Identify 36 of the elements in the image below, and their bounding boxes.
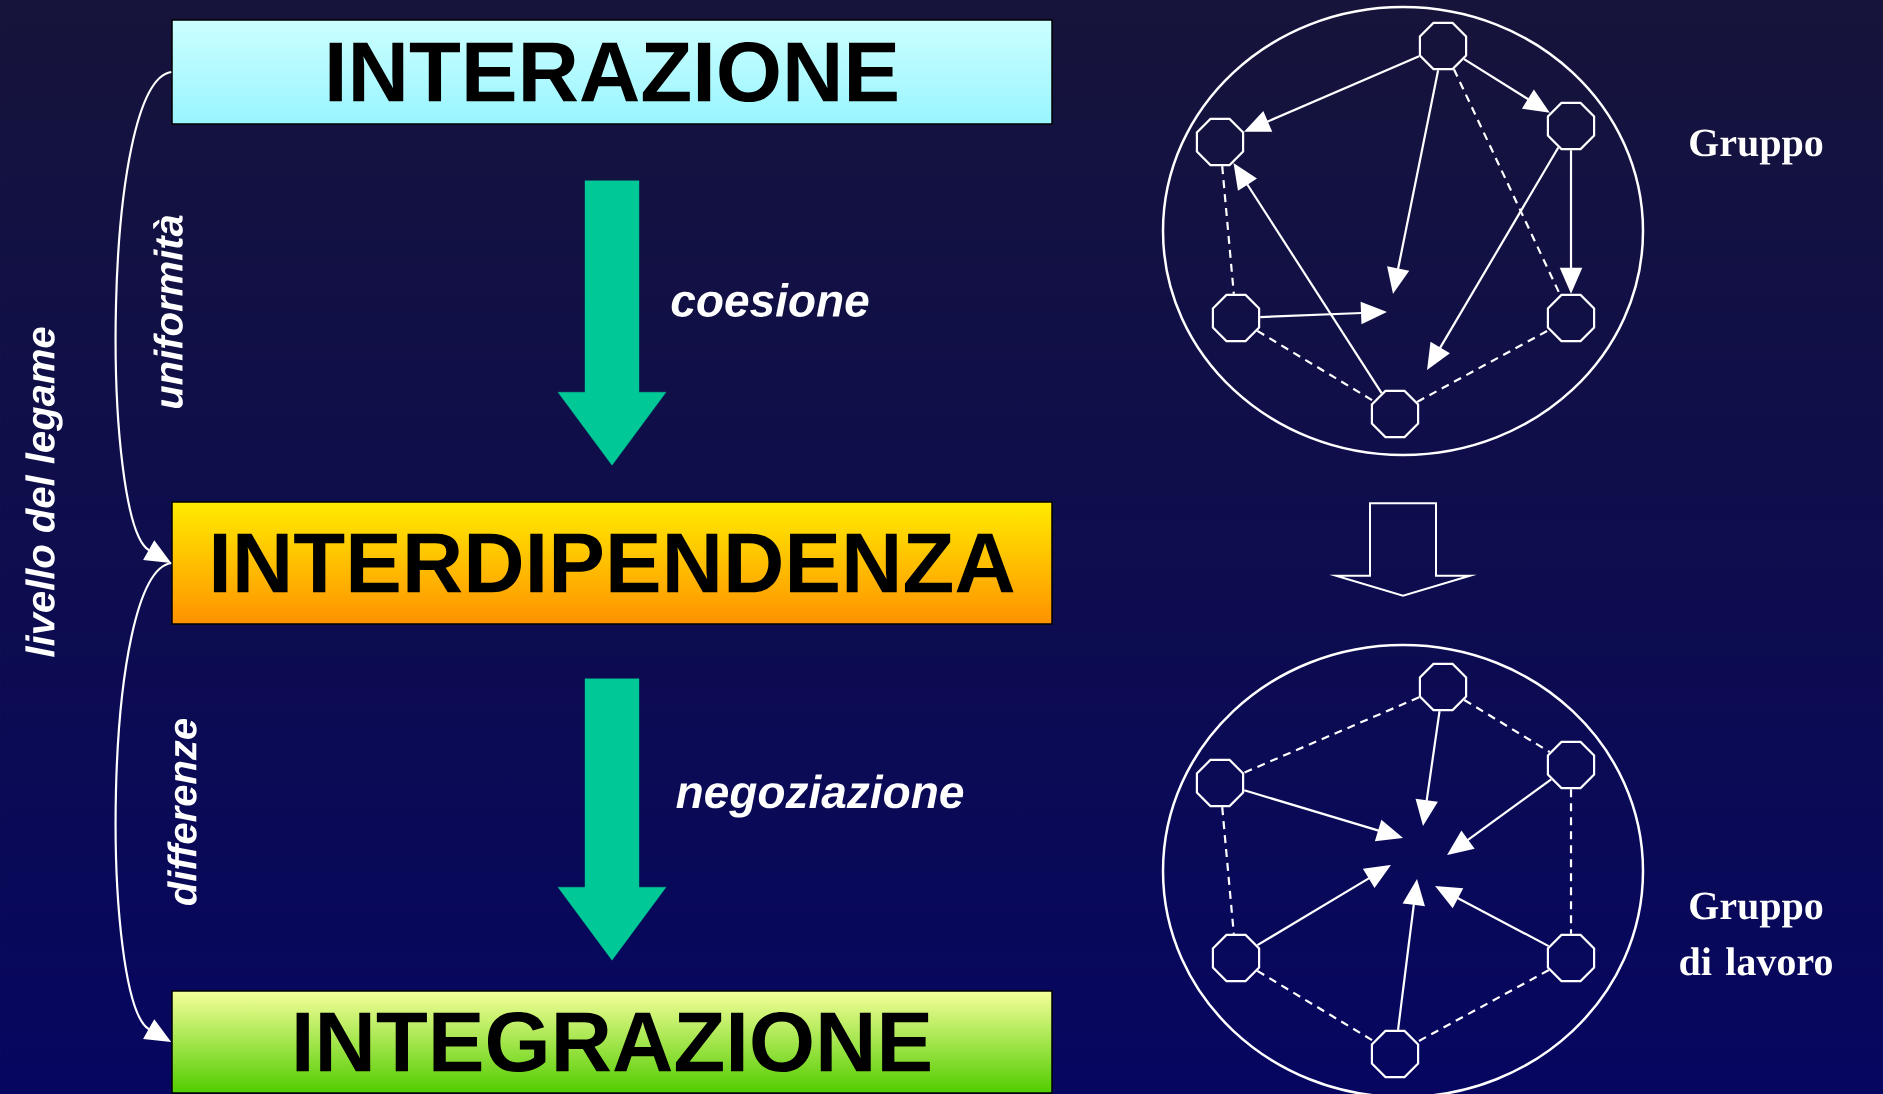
stage-box: INTERAZIONE (171, 19, 1053, 125)
node-label: Gruppo di lavoro (1680, 892, 1832, 976)
member-octagon (1546, 740, 1596, 790)
axis-label: livello del legame (25, 327, 63, 657)
dashed-line (1221, 807, 1235, 934)
block-arrow (1329, 502, 1477, 597)
edge-label: negoziazione (676, 774, 964, 818)
block-arrow (557, 678, 667, 961)
block-arrow (557, 180, 667, 466)
member-octagon (1546, 293, 1596, 343)
curved-arrow (114, 71, 172, 563)
member-octagon (1370, 389, 1420, 439)
curved-arrow (114, 562, 172, 1042)
node-label: Gruppo (1690, 129, 1823, 165)
dashed-line (1569, 789, 1573, 934)
member-octagon (1418, 21, 1468, 71)
stage-box: INTERDIPENDENZA (171, 501, 1053, 625)
dashed-line (1416, 329, 1550, 403)
member-octagon (1195, 117, 1245, 167)
member-octagon (1195, 758, 1245, 808)
member-octagon (1546, 933, 1596, 983)
edge-label: uniformità (153, 215, 183, 409)
edge-label: coesione (671, 283, 869, 317)
dashed-line (1221, 166, 1235, 294)
dashed-line (1256, 969, 1375, 1043)
dashed-line (1416, 969, 1550, 1043)
member-octagon (1370, 1029, 1420, 1079)
stage-box: INTEGRAZIONE (171, 990, 1053, 1094)
member-octagon (1418, 662, 1468, 712)
member-octagon (1211, 293, 1261, 343)
member-octagon (1546, 101, 1596, 151)
dashed-line (1463, 699, 1551, 753)
dashed-line (1243, 696, 1420, 774)
dashed-line (1256, 329, 1375, 403)
edge-label: differenze (167, 719, 197, 905)
member-octagon (1211, 933, 1261, 983)
